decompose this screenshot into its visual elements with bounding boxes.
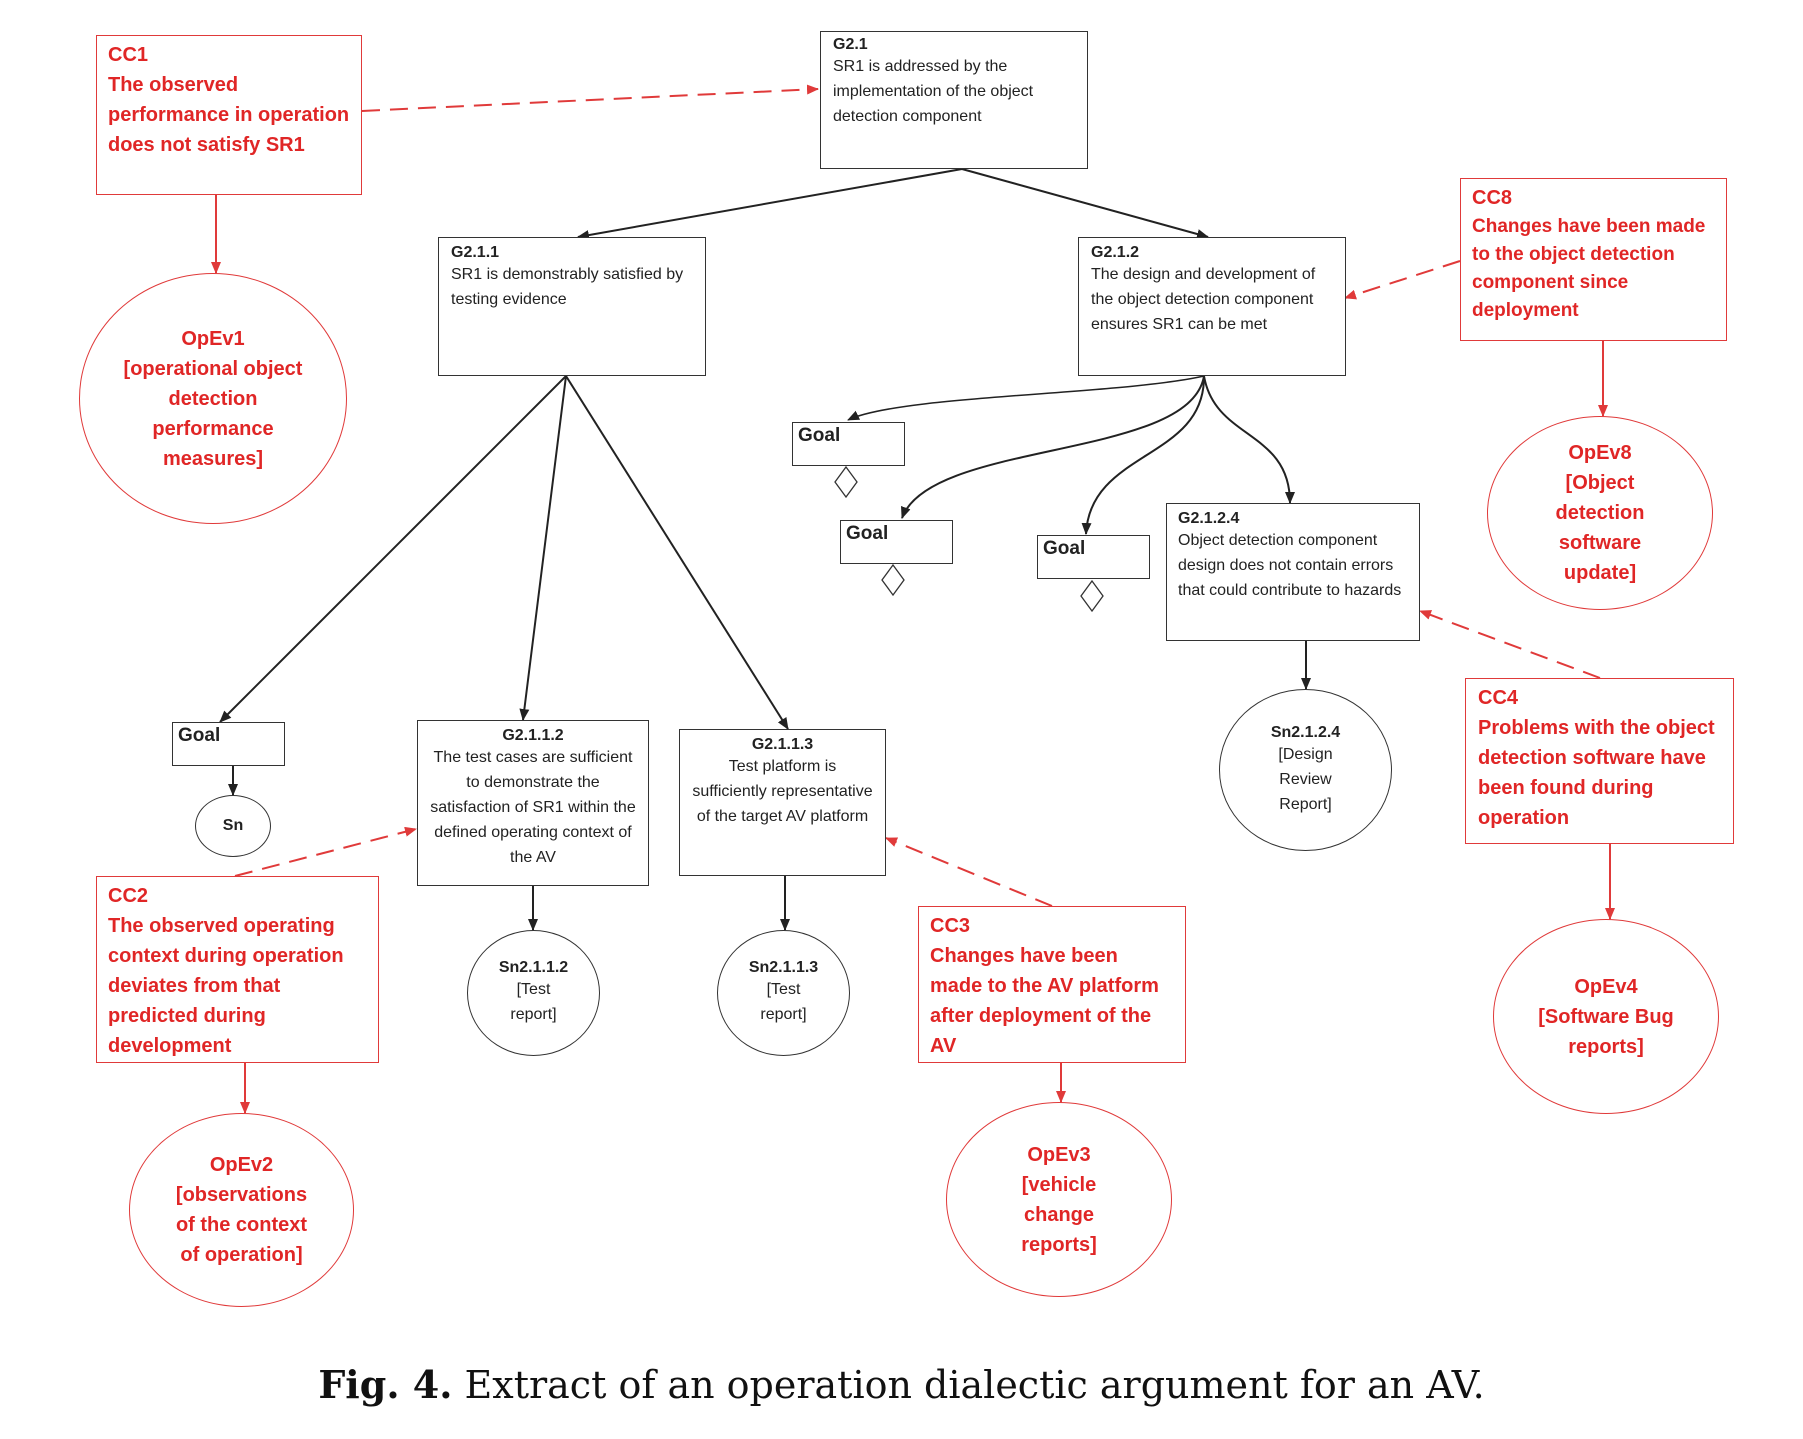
evidence-opev1: OpEv1 [operational object detection perf… xyxy=(79,273,347,524)
challenge-cc4: CC4 Problems with the object detection s… xyxy=(1465,678,1734,844)
goal-text: SR1 is addressed by the implementation o… xyxy=(833,58,1034,125)
challenge-cc1: CC1 The observed performance in operatio… xyxy=(96,35,362,195)
goal-id: G2.1.1.2 xyxy=(502,727,564,744)
challenge-cc3: CC3 Changes have been made to the AV pla… xyxy=(918,906,1186,1063)
caption-text: Extract of an operation dialectic argume… xyxy=(464,1363,1485,1407)
solution-id: Sn xyxy=(222,817,244,834)
goal-g2-1: G2.1 SR1 is addressed by the implementat… xyxy=(820,31,1088,169)
edge-g212-goal-c xyxy=(1081,375,1206,535)
goal-g2-1-1: G2.1.1 SR1 is demonstrably satisfied by … xyxy=(438,237,706,376)
goal-stub-label: Goal xyxy=(1043,538,1086,559)
evidence-id: OpEv3 xyxy=(1027,1143,1091,1166)
caption-label: Fig. 4. xyxy=(318,1362,453,1407)
solution-id: Sn2.1.1.3 xyxy=(748,959,819,976)
evidence-id: OpEv1 xyxy=(181,327,245,350)
edge-g211-goal xyxy=(219,375,567,723)
goal-text: SR1 is demonstrably satisfied by testing… xyxy=(451,266,684,308)
goal-g2-1-2: G2.1.2 The design and development of the… xyxy=(1078,237,1346,376)
challenge-text: The observed operating context during op… xyxy=(108,915,344,1057)
solution-sn2-1-1-2: Sn2.1.1.2 [Test report] xyxy=(467,930,600,1056)
challenge-id: CC2 xyxy=(108,885,149,907)
solution-sn: Sn xyxy=(195,795,271,857)
edge-g212-goal-a xyxy=(847,375,1205,421)
solution-sn2-1-1-3: Sn2.1.1.3 [Test report] xyxy=(717,930,850,1056)
solution-text: [Design Review Report] xyxy=(1278,745,1333,813)
edge-g212-goal-b xyxy=(901,375,1205,519)
challenge-id: CC1 xyxy=(108,44,149,66)
undeveloped-diamond-b xyxy=(881,563,905,597)
goal-stub-b: Goal xyxy=(840,520,953,564)
edge-cc3-g2113 xyxy=(885,837,1053,907)
evidence-text: [operational object detection performanc… xyxy=(123,357,303,470)
goal-id: G2.1.2 xyxy=(1091,244,1140,261)
evidence-opev8: OpEv8 [Object detection software update] xyxy=(1487,416,1713,610)
solution-text: [Test report] xyxy=(760,981,807,1023)
challenge-id: CC4 xyxy=(1478,687,1519,709)
goal-stub-label: Goal xyxy=(178,725,221,746)
edge-cc4-g2124 xyxy=(1419,610,1601,679)
goal-stub-c: Goal xyxy=(1037,535,1150,579)
challenge-text: Changes have been made to the object det… xyxy=(1472,216,1706,321)
evidence-id: OpEv4 xyxy=(1574,975,1638,998)
goal-g2-1-2-4: G2.1.2.4 Object detection component desi… xyxy=(1166,503,1420,641)
goal-text: The test cases are sufficient to demonst… xyxy=(430,749,636,866)
connector-layer xyxy=(211,84,1615,1114)
edge-g211-g2113 xyxy=(565,375,789,730)
undeveloped-diamond-a xyxy=(834,465,858,499)
evidence-opev3: OpEv3 [vehicle change reports] xyxy=(946,1102,1172,1297)
goal-text: Test platform is sufficiently representa… xyxy=(692,758,873,825)
challenge-text: The observed performance in operation do… xyxy=(108,74,350,156)
goal-stub-a: Goal xyxy=(792,422,905,466)
evidence-id: OpEv2 xyxy=(209,1154,274,1176)
evidence-id: OpEv8 xyxy=(1568,442,1632,464)
evidence-opev4: OpEv4 [Software Bug reports] xyxy=(1493,919,1719,1114)
goal-id: G2.1 xyxy=(833,36,868,53)
undeveloped-diamond-c xyxy=(1080,579,1104,613)
goal-stub-d: Goal xyxy=(172,722,285,766)
edge-g211-g2112 xyxy=(519,375,567,721)
solution-id: Sn2.1.2.4 xyxy=(1270,723,1341,741)
solution-id: Sn2.1.1.2 xyxy=(498,959,569,976)
edge-g21-g211 xyxy=(577,168,963,241)
goal-stub-label: Goal xyxy=(846,523,889,544)
goal-id: G2.1.1.3 xyxy=(751,736,814,753)
edge-g21-g212 xyxy=(961,168,1209,239)
figure-caption: Fig. 4. Extract of an operation dialecti… xyxy=(0,1362,1803,1407)
goal-id: G2.1.1 xyxy=(451,244,500,261)
challenge-id: CC8 xyxy=(1472,187,1513,209)
challenge-cc8: CC8 Changes have been made to the object… xyxy=(1460,178,1727,341)
evidence-opev2: OpEv2 [observations of the context of op… xyxy=(129,1113,354,1307)
goal-g2-1-1-3: G2.1.1.3 Test platform is sufficiently r… xyxy=(679,729,886,876)
goal-text: Object detection component design does n… xyxy=(1178,532,1402,599)
solution-text: [Test report] xyxy=(510,981,557,1023)
edge-cc8-g212 xyxy=(1344,260,1461,300)
evidence-text: [vehicle change reports] xyxy=(1021,1173,1097,1256)
goal-g2-1-1-2: G2.1.1.2 The test cases are sufficient t… xyxy=(417,720,649,886)
edge-g212-g2124 xyxy=(1203,375,1295,504)
goal-id: G2.1.2.4 xyxy=(1178,510,1240,527)
challenge-text: Changes have been made to the AV platfor… xyxy=(930,945,1159,1057)
evidence-text: [Software Bug reports] xyxy=(1538,1005,1674,1058)
evidence-text: [observations of the context of operatio… xyxy=(175,1184,308,1266)
challenge-cc2: CC2 The observed operating context durin… xyxy=(96,876,379,1063)
edge-cc1-g21 xyxy=(361,84,819,112)
solution-sn2-1-2-4: Sn2.1.2.4 [Design Review Report] xyxy=(1219,689,1392,851)
goal-stub-label: Goal xyxy=(798,425,841,446)
challenge-text: Problems with the object detection softw… xyxy=(1478,717,1715,829)
evidence-text: [Object detection software update] xyxy=(1555,472,1645,584)
challenge-id: CC3 xyxy=(930,915,971,937)
edge-cc2-g2112 xyxy=(234,826,417,877)
goal-text: The design and development of the object… xyxy=(1091,266,1316,333)
